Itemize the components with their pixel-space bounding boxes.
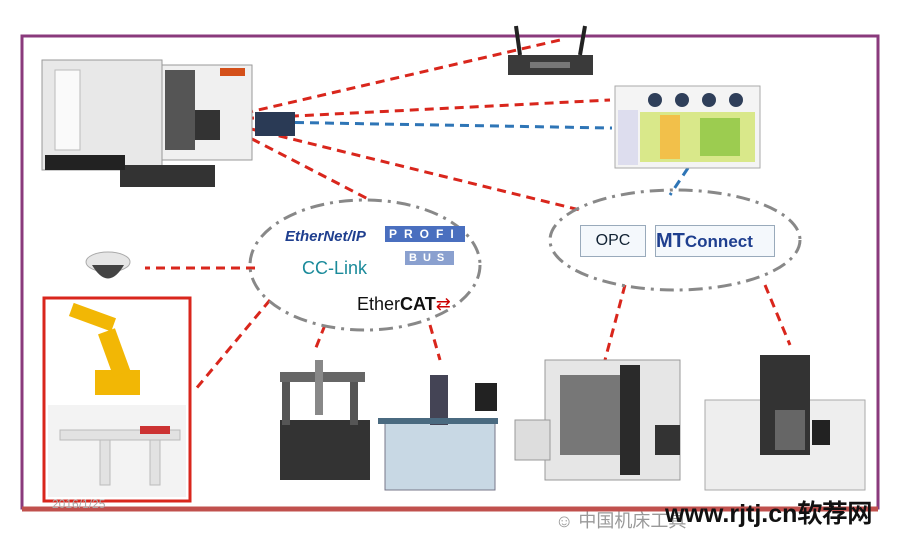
wechat-watermark-text: 中国机床工具 [578,511,687,531]
ethercat-prefix: Ether [357,294,401,314]
network-router [508,25,593,75]
coordinate-measuring-machine [280,360,370,480]
security-camera [85,251,131,279]
fieldbus-ellipse [248,198,482,332]
horizontal-machining-center [41,59,295,187]
mtconnect-prefix: MT [656,230,685,252]
five-axis-machining-center [514,359,681,481]
profibus-logo-bottom: BUS [405,251,455,265]
site-watermark: www.rjtj.cn软荐网 [665,500,873,528]
vertical-machining-center [704,355,866,491]
wechat-watermark: ☺ 中国机床工具 [555,511,687,531]
date-label: 2016/1/25 [52,497,106,511]
tool-presetter [378,375,498,491]
robot-highlight-box [42,296,192,503]
protocol-ellipse [548,188,802,292]
ethercat-logo: EtherCAT⇄ [357,294,451,314]
industrial-robot [68,302,140,395]
monitoring-dashboard [614,85,761,169]
profibus-logo-top: PROFI [385,226,465,242]
gantry-loader-bg [48,405,186,497]
mtconnect-suffix: Connect [684,232,753,251]
gantry-loader [59,426,181,486]
ethernet-ip-logo: EtherNet/IP [285,228,366,245]
blue-connector [264,120,613,130]
blue-connector-2 [668,167,690,196]
mtconnect-logo: MTConnect [655,225,775,257]
opc-logo: OPC [580,225,646,257]
cc-link-logo: CC-Link [302,258,368,278]
ethercat-suffix: CAT [400,294,436,314]
